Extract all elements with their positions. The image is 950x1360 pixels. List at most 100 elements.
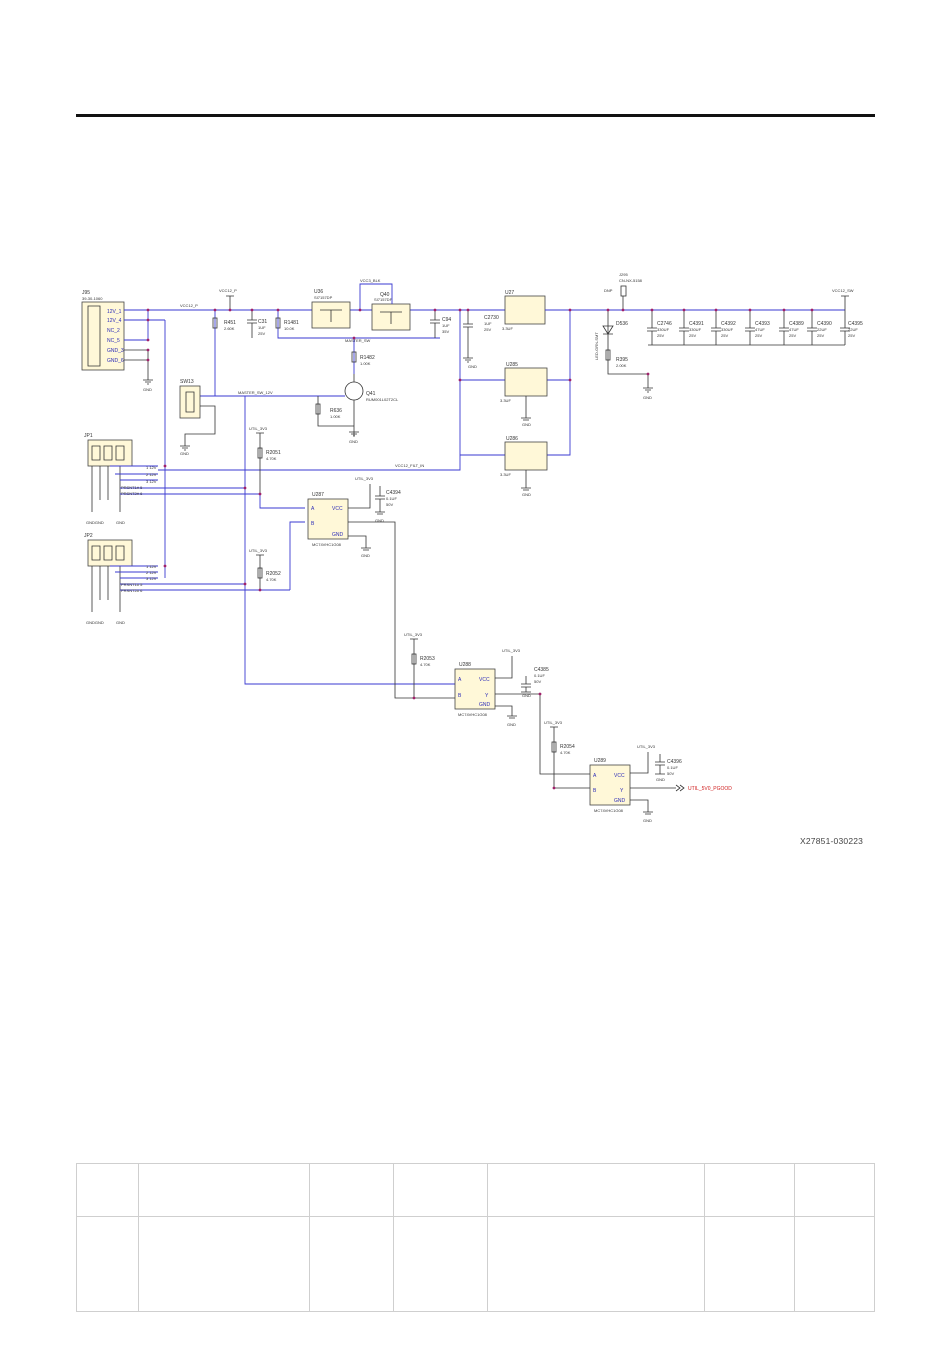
jp1-label: JP1 xyxy=(84,433,93,439)
c31-body xyxy=(247,310,257,338)
r2051-value: 4.70K xyxy=(266,456,277,461)
svg-text:C4389: C4389 xyxy=(789,321,804,327)
table-cell xyxy=(137,1216,310,1312)
junction-dots xyxy=(146,308,814,790)
u288-rail: UTIL_3V3 xyxy=(502,648,521,653)
c31-value: 1UF xyxy=(258,325,266,330)
u289-pin-gnd: GND xyxy=(614,798,626,804)
u289-rail: UTIL_3V3 xyxy=(637,744,656,749)
wire-vcc12-filt-in xyxy=(158,310,461,471)
svg-text:47UF: 47UF xyxy=(789,327,799,332)
r395-body xyxy=(605,349,611,361)
r2051-rail: UTIL_3V3 xyxy=(249,426,268,431)
r1482-value: 1.00K xyxy=(360,361,371,366)
u288-pin-y: Y xyxy=(485,693,489,699)
r451-body xyxy=(212,317,218,329)
j295-label: J295 xyxy=(619,272,628,277)
u286-gnd: GND xyxy=(522,492,531,497)
c94-body xyxy=(430,310,440,338)
d536-gnd: GND xyxy=(643,395,652,400)
q40-label: Q40 xyxy=(380,292,390,298)
table-cell xyxy=(704,1163,796,1217)
cap-c4390: C4390 22UF 25V xyxy=(807,310,832,345)
footer-table xyxy=(76,1163,875,1312)
u288-pin-b: B xyxy=(458,693,462,699)
u288-pin-vcc: VCC xyxy=(479,677,490,683)
r395-value: 2.00K xyxy=(616,363,627,368)
q41-body xyxy=(344,381,364,401)
c2730-rating: 25V xyxy=(484,327,491,332)
table-cell xyxy=(76,1163,139,1217)
r2054-label: R2054 xyxy=(560,744,575,750)
u289-pin-a: A xyxy=(593,773,597,779)
r2054-value: 4.70K xyxy=(560,750,571,755)
c4396-gnd: GND xyxy=(656,777,665,782)
jp2-row-3: 3 12V xyxy=(146,576,157,581)
u287-rail: UTIL_3V3 xyxy=(355,476,374,481)
u289-part: MC74VHC1G08 xyxy=(594,808,624,813)
table-cell xyxy=(794,1216,875,1312)
c2730-label: C2730 xyxy=(484,315,499,321)
c94-label: C94 xyxy=(442,317,451,323)
jp2-row-2: 2 12V xyxy=(146,570,157,575)
svg-text:47UF: 47UF xyxy=(755,327,765,332)
u287-pin-vcc: VCC xyxy=(332,506,343,512)
r395-label: R395 xyxy=(616,357,628,363)
j95-pin-3: NC_2 xyxy=(107,328,120,334)
svg-text:C4392: C4392 xyxy=(721,321,736,327)
r636-body xyxy=(315,403,321,415)
r2054-rail: UTIL_3V3 xyxy=(544,720,563,725)
c4394-rating: 50V xyxy=(386,502,393,507)
table-cell xyxy=(487,1163,706,1217)
jp2-label: JP2 xyxy=(84,533,93,539)
svg-text:330UF: 330UF xyxy=(721,327,734,332)
c4385-body xyxy=(521,676,531,693)
r2051-body xyxy=(257,447,263,459)
j95-label: J95 xyxy=(82,290,90,296)
jp1-row-5: PRSNT2# 6 xyxy=(121,491,143,496)
u36-label: U36 xyxy=(314,289,323,295)
c4396-body xyxy=(655,754,665,775)
table-cell xyxy=(487,1216,706,1312)
table-cell xyxy=(704,1216,796,1312)
c4385-rating: 50V xyxy=(534,679,541,684)
gnd-symbol xyxy=(143,379,153,385)
j95-pin-5: GND_3 xyxy=(107,348,124,354)
table-cell xyxy=(308,1216,394,1312)
table-cell xyxy=(392,1216,489,1312)
r1481-value: 10.0K xyxy=(284,326,295,331)
svg-text:25V: 25V xyxy=(689,333,696,338)
util-pgood-net: UTIL_5V0_PGOOD xyxy=(688,786,732,792)
c2730-gnd: GND xyxy=(468,364,477,369)
u287-pin-gnd: GND xyxy=(332,532,344,538)
svg-text:25V: 25V xyxy=(657,333,664,338)
svg-text:330UF: 330UF xyxy=(689,327,702,332)
output-port-icon xyxy=(675,784,685,792)
u287-gnd: GND xyxy=(361,553,370,558)
u288-box xyxy=(454,668,496,710)
d536-label: D536 xyxy=(616,321,628,327)
u27-box xyxy=(504,295,546,325)
c4394-gnd: GND xyxy=(375,518,384,523)
svg-text:25V: 25V xyxy=(848,333,855,338)
jp2-row-1: 1 12V xyxy=(146,564,157,569)
c31-rating: 25V xyxy=(258,331,265,336)
u27-label: U27 xyxy=(505,290,514,296)
q41-part: RUM001L02T2CL xyxy=(366,397,399,402)
jp2-row-5: PRSNT2# 6 xyxy=(121,588,143,593)
c31-label: C31 xyxy=(258,319,267,325)
r1482-label: R1482 xyxy=(360,355,375,361)
c4394-body xyxy=(375,486,385,515)
jp2-row-4: PRSNT1# 5 xyxy=(121,582,143,587)
q40-part: SI7157DP xyxy=(374,297,393,302)
q41-label: Q41 xyxy=(366,391,376,397)
j95-part: 39-30-1060 xyxy=(82,296,103,301)
svg-text:25V: 25V xyxy=(755,333,762,338)
c4394-label: C4394 xyxy=(386,490,401,496)
r2052-value: 4.70K xyxy=(266,577,277,582)
u288-gnd: GND xyxy=(507,722,516,727)
wire-j95-12v xyxy=(124,309,149,341)
r2053-body xyxy=(411,653,417,665)
header-rule xyxy=(76,114,875,117)
